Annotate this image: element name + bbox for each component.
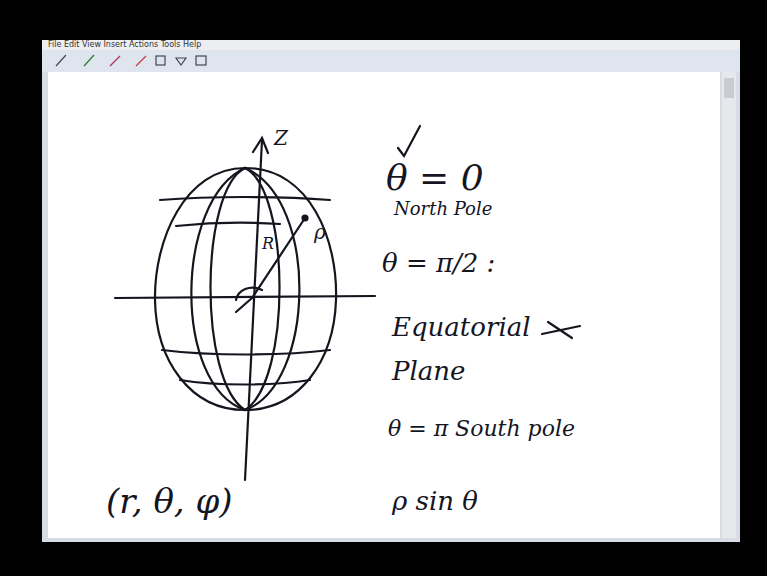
z-axis xyxy=(245,140,262,480)
struck-word xyxy=(542,322,580,338)
scrollbar xyxy=(722,72,736,538)
radius-line xyxy=(252,218,305,298)
point-dot xyxy=(303,216,308,221)
radius-label: R xyxy=(262,236,274,252)
angle-note: θ = 0 xyxy=(386,160,484,196)
latitude-line xyxy=(160,197,330,200)
meridian xyxy=(245,168,299,410)
projection-line xyxy=(236,298,252,312)
scroll-thumb xyxy=(724,78,734,98)
coordinate-triple: (r, θ, φ) xyxy=(106,484,233,518)
menu-bar xyxy=(42,40,740,50)
point-label: ρ xyxy=(314,222,326,242)
window-frame xyxy=(42,40,740,542)
equator-line xyxy=(115,296,375,298)
angle-arc xyxy=(236,288,262,300)
angle-note: θ = π/2 : xyxy=(382,250,495,276)
writing-canvas xyxy=(48,72,720,538)
pole-note: North Pole xyxy=(394,200,492,218)
latitude-line xyxy=(180,380,310,385)
axis-arrowhead xyxy=(253,138,268,153)
latitude-line xyxy=(162,350,330,355)
meridian xyxy=(191,168,245,410)
check-mark xyxy=(398,126,420,156)
toolbar-icons xyxy=(56,55,206,66)
plane-note: Equatorial xyxy=(392,314,531,340)
angle-note: θ = π South pole xyxy=(388,418,575,440)
sphere-outline xyxy=(155,168,336,410)
sphere-drawing xyxy=(115,126,580,480)
toolbar xyxy=(42,50,740,72)
formula-note: ρ sin θ xyxy=(392,488,478,514)
latitude-line xyxy=(176,223,280,226)
menu-text: File Edit View Insert Actions Tools Help xyxy=(48,41,201,49)
meridian xyxy=(210,168,245,410)
plane-note: Plane xyxy=(392,358,465,384)
axis-label: Z xyxy=(274,128,288,148)
